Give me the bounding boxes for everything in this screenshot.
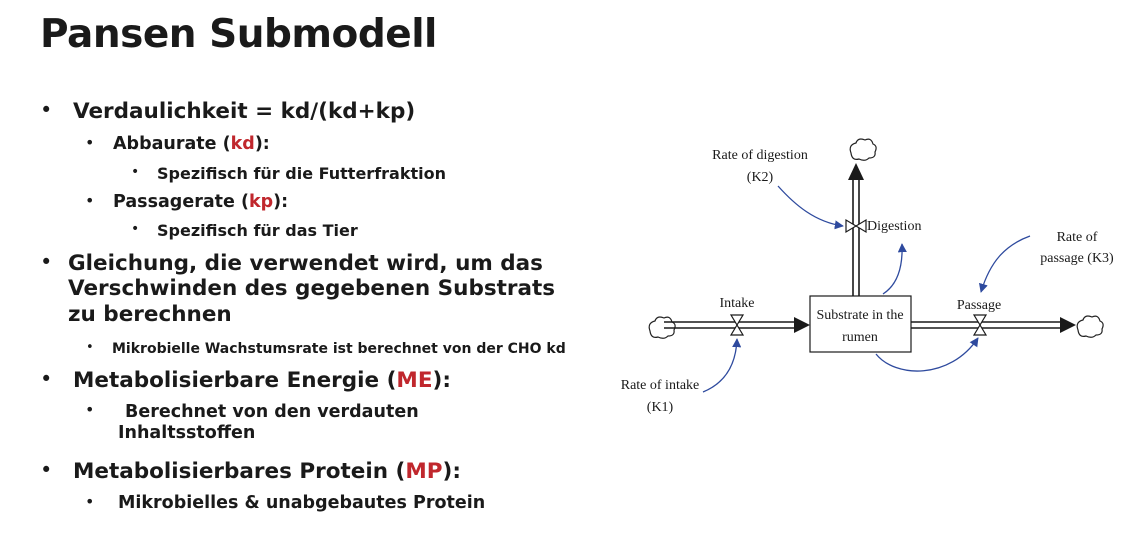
bullet-text-end: ):	[254, 134, 270, 154]
highlight-kd: kd	[230, 134, 255, 154]
bullet-text: Spezifisch für das Tier	[157, 221, 358, 240]
bullet-text: Metabolisierbares Protein (	[73, 459, 406, 484]
highlight-kp: kp	[248, 192, 274, 212]
rate-passage-label-line-1: Rate of	[1057, 230, 1098, 245]
passage-label: Passage	[957, 298, 1001, 313]
bullet-dot-icon: •	[40, 250, 53, 274]
intake-flow-pipe	[664, 317, 810, 333]
bullet-text: Spezifisch für die Futterfraktion	[157, 164, 446, 183]
bullet-verdaulichkeit: • Verdaulichkeit = kd/(kd+kp)	[40, 98, 416, 124]
intake-label: Intake	[720, 296, 755, 311]
connector-rate-intake	[702, 338, 742, 393]
bullet-dot-icon: •	[40, 98, 53, 122]
passage-flow-pipe	[911, 317, 1076, 333]
connector-rate-digestion	[777, 185, 844, 230]
connector-stock-passage	[875, 337, 979, 372]
bullet-dot-icon: •	[85, 400, 95, 419]
rate-digestion-label-line-2: (K2)	[747, 170, 774, 185]
stock-label-line-2: rumen	[842, 330, 878, 345]
bullet-dot-icon: •	[131, 164, 140, 180]
highlight-mp: MP	[405, 459, 443, 484]
bullet-gleichung: • Gleichung, die verwendet wird, um das …	[40, 250, 588, 327]
bullet-text: Mikrobielle Wachstumsrate ist berechnet …	[112, 341, 566, 357]
passage-valve-icon	[972, 314, 988, 336]
bullet-protein: • Mikrobielles & unabgebautes Protein	[85, 492, 486, 513]
bullet-text-end: ):	[273, 192, 289, 212]
sink-cloud-icon	[1076, 315, 1104, 338]
digestion-valve-icon	[845, 218, 867, 234]
bullet-text: Mikrobielles & unabgebautes Protein	[118, 493, 486, 513]
connector-stock-digestion	[882, 243, 907, 295]
stock-label-line-1: Substrate in the	[816, 308, 903, 323]
rate-intake-label-line-1: Rate of intake	[621, 378, 700, 393]
bullet-dot-icon: •	[85, 492, 95, 511]
bullet-futterfraktion: • Spezifisch für die Futterfraktion	[131, 164, 446, 183]
bullet-dot-icon: •	[40, 367, 53, 391]
intake-valve-icon	[729, 314, 745, 336]
digestion-flow-pipe	[848, 163, 864, 296]
bullet-passagerate: • Passagerate (kp):	[85, 191, 289, 212]
bullet-dot-icon: •	[131, 221, 140, 237]
rate-intake-label-line-2: (K1)	[647, 400, 674, 415]
bullet-text-line-2: Verschwinden des gegebenen Substrats	[68, 276, 556, 302]
bullet-dot-icon: •	[85, 191, 95, 210]
bullet-mp: • Metabolisierbares Protein (MP):	[40, 458, 461, 484]
bullet-text: Verdaulichkeit = kd/(kd+kp)	[73, 99, 416, 124]
bullet-text: Passagerate (	[113, 192, 249, 212]
bullet-text-line-2: Inhaltsstoffen	[118, 422, 256, 443]
digestion-sink-cloud-icon	[849, 138, 877, 161]
highlight-me: ME	[396, 368, 433, 393]
bullet-text: Abbaurate (	[113, 134, 231, 154]
rate-passage-label-line-2: passage (K3)	[1040, 251, 1114, 266]
bullet-tier: • Spezifisch für das Tier	[131, 221, 358, 240]
bullet-text-line-1: Gleichung, die verwendet wird, um das	[68, 251, 543, 276]
bullet-text-line-3: zu berechnen	[68, 301, 232, 327]
bullet-abbaurate: • Abbaurate (kd):	[85, 133, 270, 154]
bullet-wachstumsrate: • Mikrobielle Wachstumsrate ist berechne…	[86, 340, 566, 357]
bullet-text: Metabolisierbare Energie (	[73, 368, 397, 393]
bullet-verdauten: • Berechnet von den verdauten Inhaltssto…	[85, 400, 538, 443]
bullet-dot-icon: •	[85, 133, 95, 152]
rate-digestion-label-line-1: Rate of digestion	[712, 148, 808, 163]
connector-rate-passage	[978, 235, 1031, 293]
bullet-dot-icon: •	[40, 458, 53, 482]
bullet-dot-icon: •	[86, 340, 94, 355]
bullet-me: • Metabolisierbare Energie (ME):	[40, 367, 451, 393]
digestion-label: Digestion	[867, 219, 921, 234]
bullet-text-end: ):	[432, 368, 451, 393]
stock-box	[809, 295, 912, 353]
bullet-text-end: ):	[442, 459, 461, 484]
slide-title: Pansen Submodell	[40, 12, 437, 57]
bullet-text-line-1: Berechnet von den verdauten	[125, 402, 419, 422]
